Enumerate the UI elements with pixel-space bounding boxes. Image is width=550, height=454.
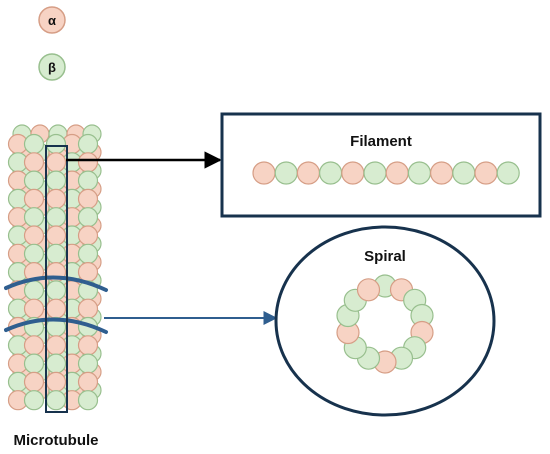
tube-front-subunit	[23, 371, 45, 392]
tube-front-subunit	[77, 133, 99, 155]
protofilament-subunit	[45, 170, 67, 191]
spiral-label: Spiral	[364, 248, 406, 265]
section-cut-line-lower	[4, 317, 108, 334]
protofilament-subunit	[45, 298, 67, 319]
legend-beta: β	[38, 53, 66, 81]
tube-front-subunit	[77, 170, 99, 191]
protofilament-subunit	[45, 390, 67, 411]
legend-alpha: α	[38, 6, 66, 34]
tube-front-subunit	[77, 188, 99, 209]
filament-panel: Filament	[220, 112, 542, 218]
protofilament-highlight-box	[45, 145, 68, 413]
tube-front-subunit	[77, 353, 99, 374]
tube-front-subunit	[77, 298, 99, 319]
filament-alpha-subunit	[385, 161, 409, 185]
microtubule	[7, 124, 102, 411]
protofilament-subunit	[45, 280, 67, 301]
filament-alpha-subunit	[430, 161, 454, 185]
section-cut-line-upper	[4, 275, 108, 292]
tube-front-subunit	[23, 390, 45, 411]
tube-front-subunit	[23, 280, 45, 301]
filament-beta-subunit	[319, 161, 343, 185]
protofilament-subunit	[45, 133, 67, 155]
spiral-ring	[336, 274, 434, 374]
filament-beta-subunit	[407, 161, 431, 185]
tube-front-subunit	[23, 170, 45, 191]
protofilament-subunit	[45, 225, 67, 246]
tube-front-subunit	[23, 298, 45, 319]
filament-beta-subunit	[496, 161, 520, 185]
spiral-panel: Spiral	[274, 225, 496, 417]
alpha-subunit-icon	[38, 6, 66, 34]
tube-front-subunit	[77, 390, 99, 411]
microtubule-label: Microtubule	[14, 432, 99, 449]
filament-alpha-subunit	[474, 161, 498, 185]
tube-front-subunit	[77, 207, 99, 228]
legend-beta-symbol: β	[48, 60, 56, 75]
tube-front-subunit	[77, 243, 99, 264]
tube-front-subunit	[23, 188, 45, 209]
legend: α β	[38, 6, 66, 81]
protofilament-subunit	[45, 188, 67, 209]
tube-front-subunit	[23, 152, 45, 173]
filament-label: Filament	[350, 133, 412, 150]
filament-alpha-subunit	[341, 161, 365, 185]
tube-front-subunit	[77, 371, 99, 392]
spiral-ellipse	[274, 225, 496, 417]
tube-front-subunit	[23, 243, 45, 264]
spiral-alpha-subunit	[356, 278, 381, 302]
legend-alpha-symbol: α	[48, 13, 56, 28]
filament-alpha-subunit	[252, 161, 276, 185]
protofilament-subunit	[45, 335, 67, 356]
tube-front-subunit	[77, 152, 99, 173]
protofilament-subunit	[45, 243, 67, 264]
beta-subunit-icon	[38, 53, 66, 81]
tube-front-subunit	[77, 335, 99, 356]
tube-front-subunit	[23, 207, 45, 228]
tube-front-subunit	[23, 133, 45, 155]
filament-beta-subunit	[363, 161, 387, 185]
protofilament-subunit	[45, 353, 67, 374]
tube-front-subunit	[23, 225, 45, 246]
tube-front-subunit	[23, 353, 45, 374]
tube-front-subunit	[77, 225, 99, 246]
filament-beta-subunit	[452, 161, 476, 185]
filament-alpha-subunit	[296, 161, 320, 185]
protofilament-subunit	[45, 371, 67, 392]
tube-front-subunit	[77, 262, 99, 283]
filament-beta-subunit	[274, 161, 298, 185]
protofilament-subunit	[45, 207, 67, 228]
tube-front-subunit	[23, 335, 45, 356]
protofilament-subunit	[45, 152, 67, 173]
filament-strand	[252, 161, 520, 185]
